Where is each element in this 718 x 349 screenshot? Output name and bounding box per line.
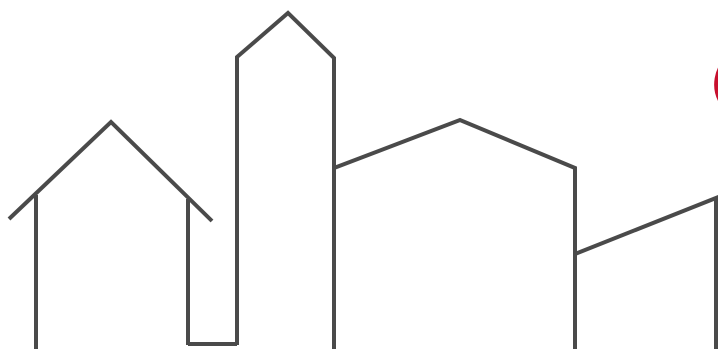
silo-outline [235, 10, 336, 349]
shed-roof-line [574, 195, 718, 349]
house-roof-line [7, 119, 214, 223]
house-outline [7, 119, 214, 349]
barn-roof-line [333, 117, 577, 349]
accent-arc-logo-fragment [714, 67, 718, 101]
